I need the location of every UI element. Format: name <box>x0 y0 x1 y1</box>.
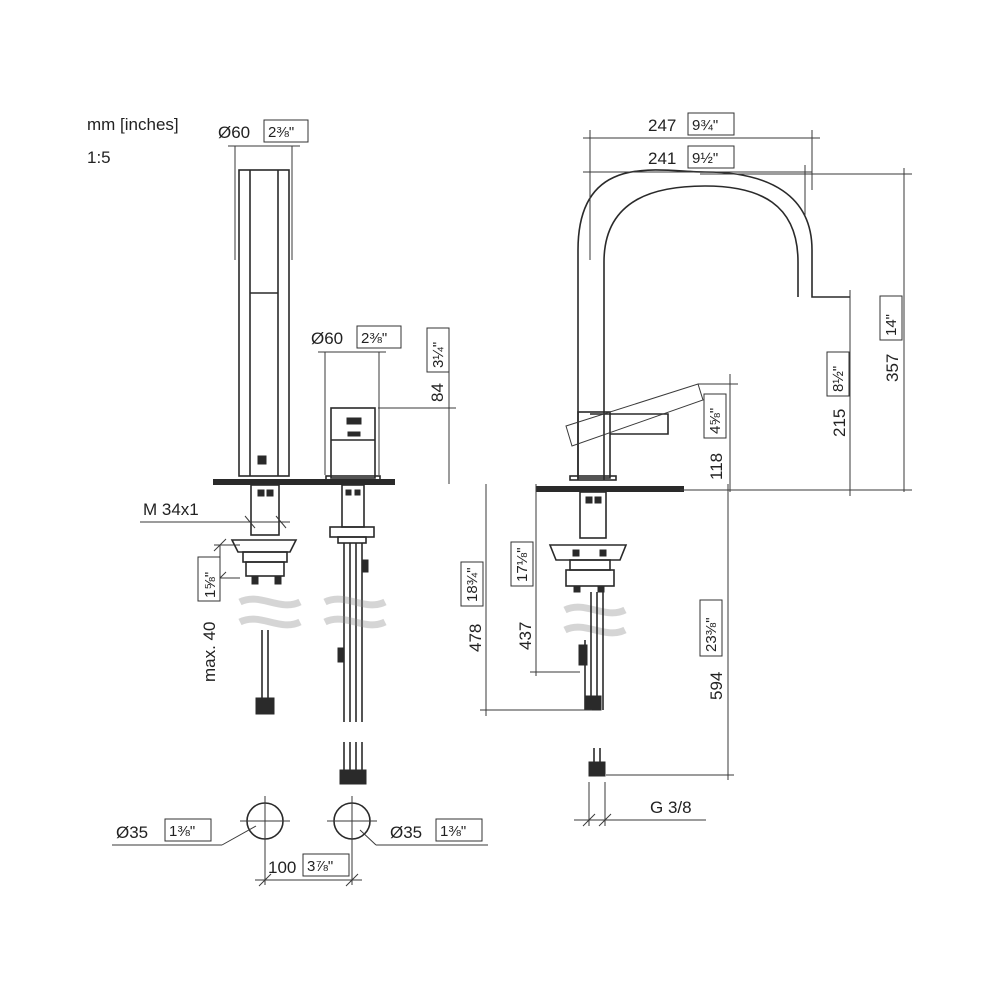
dim-437-inch: 17⅛" <box>514 547 531 582</box>
dim-value: 100 <box>268 858 296 877</box>
dim-inch: 9¾" <box>692 117 718 134</box>
dim-max-thickness: max. 40 1⅝" <box>197 538 240 682</box>
dim-inch: 1⅜" <box>440 823 466 840</box>
dim-connection: G 3/8 <box>574 782 706 827</box>
outlet-height-label: 215 <box>830 409 849 437</box>
total-height-inch: 14" <box>883 314 900 336</box>
dim-value: Ø60 <box>311 329 343 348</box>
max-thickness-inch: 1⅝" <box>202 572 219 598</box>
dim-value: Ø35 <box>116 823 148 842</box>
dim-478-label: 478 <box>466 624 485 652</box>
thread-label: M 34x1 <box>143 500 199 519</box>
dim-spout-437: 437 17⅛" <box>510 484 580 676</box>
total-height-label: 357 <box>883 354 902 382</box>
hand-shower <box>213 169 395 715</box>
lever-height-label: 118 <box>707 453 726 480</box>
dim-inch: 9½" <box>692 150 718 167</box>
dim-hole-left: Ø35 1⅜" <box>112 818 257 846</box>
connection-label: G 3/8 <box>650 798 692 817</box>
dim-spout-outlet-height: 215 8½" <box>826 290 851 496</box>
dim-inch: 3⅞" <box>307 858 333 875</box>
dim-hole-right: Ø35 1⅜" <box>359 818 488 846</box>
control-height-inch: 3¼" <box>430 342 447 368</box>
dim-478-inch: 18¾" <box>464 567 481 602</box>
hole-right <box>327 796 377 885</box>
spout <box>536 169 850 777</box>
hole-left <box>240 796 290 885</box>
dim-594-label: 594 <box>707 672 726 700</box>
units-label: mm [inches] <box>87 115 179 134</box>
dim-control-height: 84 3¼" <box>378 327 456 484</box>
dim-spout-width-inner: 241 9½" <box>583 145 812 215</box>
dim-value: Ø35 <box>390 823 422 842</box>
dim-hand-shower-diameter: Ø60 2⅜" <box>218 119 309 260</box>
dim-inch: 2⅜" <box>361 330 387 347</box>
dim-value: 247 <box>648 116 676 135</box>
dim-control-diameter: Ø60 2⅜" <box>311 325 402 475</box>
outlet-height-inch: 8½" <box>830 366 847 392</box>
dim-hole-spacing: 100 3⅞" <box>255 853 362 887</box>
dim-inch: 1⅜" <box>169 823 195 840</box>
dim-594-inch: 23⅜" <box>703 617 720 652</box>
dim-spout-594: 594 23⅜" <box>606 484 734 780</box>
dim-value: 241 <box>648 149 676 168</box>
dim-spout-478: 478 18¾" <box>460 484 592 716</box>
dim-spout-total-height: 357 14" <box>680 168 912 492</box>
dim-value: Ø60 <box>218 123 250 142</box>
control-unit <box>323 407 387 785</box>
scale-label: 1:5 <box>87 148 111 167</box>
max-thickness-label: max. 40 <box>200 622 219 682</box>
lever-height-inch: 4⅝" <box>707 408 724 434</box>
control-height-label: 84 <box>428 383 447 402</box>
dim-inch: 2⅜" <box>268 124 294 141</box>
dim-spout-width-outer: 247 9¾" <box>583 112 820 260</box>
dim-437-label: 437 <box>516 622 535 650</box>
dim-spout-lever-height: 118 4⅝" <box>698 374 738 492</box>
dim-thread: M 34x1 <box>140 500 290 529</box>
